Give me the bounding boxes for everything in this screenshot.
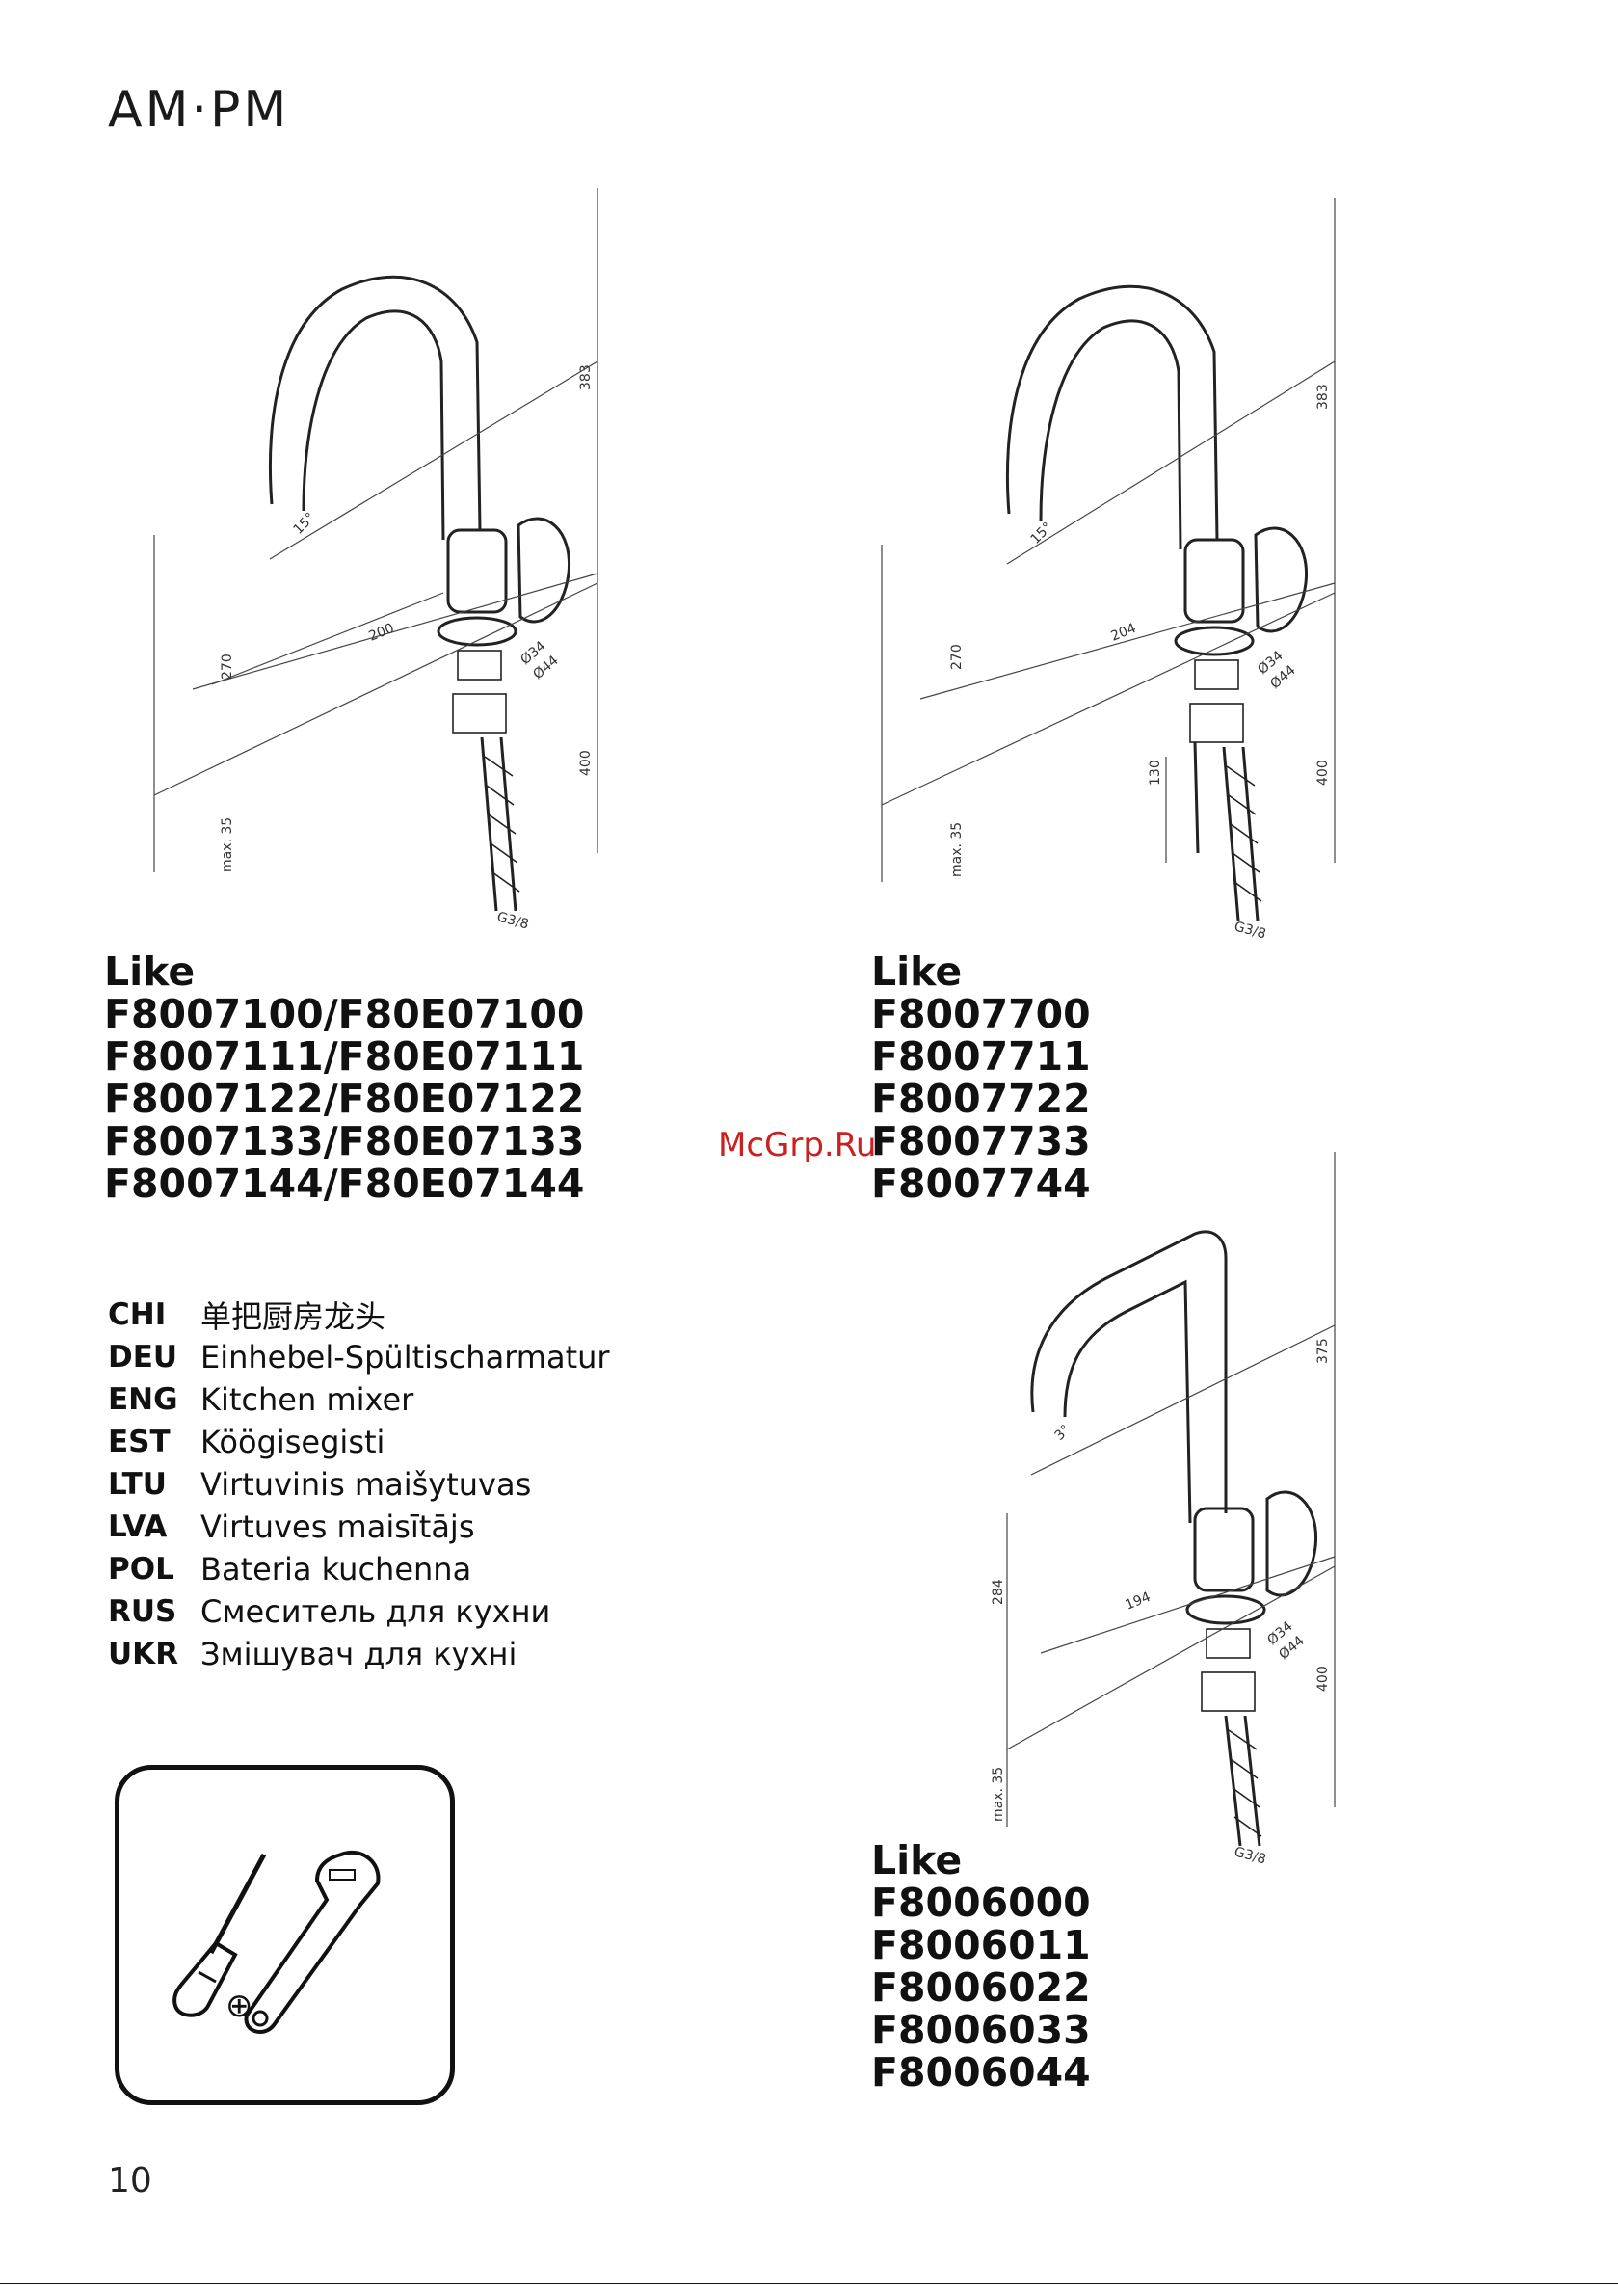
required-tools-box: ⊕ xyxy=(115,1765,455,2105)
bottom-divider xyxy=(0,2283,1618,2284)
model-code: F8007722 xyxy=(871,1076,1091,1122)
language-code: DEU xyxy=(108,1340,178,1375)
phillips-symbol: ⊕ xyxy=(225,1987,253,2025)
dim-hose: 400 xyxy=(578,750,594,776)
language-list: CHI 单把厨房龙头 DEU Einhebel-Spültischarmatur E… xyxy=(108,1294,610,1675)
hose xyxy=(1222,746,1260,921)
language-code: EST xyxy=(108,1425,171,1459)
language-name: Köögisegisti xyxy=(200,1424,385,1460)
dim-height: 375 xyxy=(1315,1338,1331,1364)
faucet-drawing-1: 383 200 270 15° Ø34 Ø44 400 max. 35 G3/8 xyxy=(153,188,598,933)
adjustable-wrench-icon xyxy=(244,1850,381,2035)
series-title: Like xyxy=(871,1837,963,1883)
model-code: F8007133/F80E07133 xyxy=(104,1118,585,1164)
model-code: F8006011 xyxy=(871,1922,1091,1968)
hose xyxy=(1224,1715,1261,1847)
spout-outline xyxy=(1005,284,1219,541)
language-code: UKR xyxy=(108,1637,179,1671)
brand-logo: AM·PM xyxy=(108,81,290,139)
dim-spout-height: 270 xyxy=(949,644,965,670)
model-code: F8007733 xyxy=(871,1118,1091,1164)
model-block-2: Like F8007700 F8007711 F8007722 F8007733… xyxy=(871,950,1091,1205)
model-code: F8007744 xyxy=(871,1161,1091,1207)
language-name: Virtuvinis maišytuvas xyxy=(200,1466,532,1503)
language-code: ENG xyxy=(108,1382,178,1417)
language-code: RUS xyxy=(108,1594,177,1629)
model-code: F8006044 xyxy=(871,2049,1091,2096)
faucet-drawing-3: 375 194 284 3° Ø34 Ø44 400 max. 35 G3/8 xyxy=(991,1152,1336,1868)
faucet-drawing-2: 383 204 270 15° Ø34 Ø44 400 130 max. 35 … xyxy=(881,198,1336,943)
language-code: LVA xyxy=(108,1509,168,1544)
lever xyxy=(1265,1490,1318,1597)
spout-outline xyxy=(268,275,482,531)
language-code: LTU xyxy=(108,1467,167,1502)
model-code: F8006000 xyxy=(871,1880,1091,1926)
language-name: Virtuves maisītājs xyxy=(200,1508,475,1545)
language-code: CHI xyxy=(108,1297,167,1332)
model-code: F8007111/F80E07111 xyxy=(104,1033,585,1080)
pullout-hose xyxy=(1193,741,1200,854)
series-title: Like xyxy=(871,948,963,995)
language-name: 单把厨房龙头 xyxy=(200,1298,386,1335)
model-code: F8007100/F80E07100 xyxy=(104,991,585,1037)
spout-outline xyxy=(1030,1230,1228,1513)
series-title: Like xyxy=(104,948,196,995)
language-row: LVA Virtuves maisītājs xyxy=(108,1506,610,1548)
model-block-1: Like F8007100/F80E07100 F8007111/F80E071… xyxy=(104,950,584,1205)
dim-spout-height: 284 xyxy=(991,1579,1006,1605)
language-name: Einhebel-Spültischarmatur xyxy=(200,1339,610,1375)
watermark: McGrp.Ru xyxy=(718,1126,877,1164)
dim-spout-reach: 200 xyxy=(367,621,397,645)
dim-height: 383 xyxy=(578,364,594,390)
language-row: RUS Смеситель для кухни xyxy=(108,1590,610,1633)
body xyxy=(1193,1507,1255,1592)
dim-deck: max. 35 xyxy=(220,817,235,872)
dim-hose: 400 xyxy=(1315,760,1331,786)
language-row: POL Bateria kuchenna xyxy=(108,1548,610,1590)
language-row: UKR Змішувач для кухні xyxy=(108,1633,610,1675)
lever xyxy=(517,517,571,624)
dim-angle: 15° xyxy=(291,510,319,538)
language-name: Смеситель для кухни xyxy=(200,1593,551,1630)
dim-deck: max. 35 xyxy=(991,1767,1006,1822)
dim-deck: max. 35 xyxy=(949,822,965,877)
lever xyxy=(1254,526,1309,633)
body xyxy=(446,528,508,614)
phillips-screwdriver-icon xyxy=(172,1853,267,2017)
model-code: F8006022 xyxy=(871,1964,1091,2011)
page-number: 10 xyxy=(108,2161,152,2201)
language-row: LTU Virtuvinis maišytuvas xyxy=(108,1463,610,1506)
language-row: CHI 单把厨房龙头 xyxy=(108,1294,610,1336)
dim-thread: G3/8 xyxy=(1233,919,1267,942)
dim-angle: 3° xyxy=(1052,1422,1074,1444)
model-block-3: Like F8006000 F8006011 F8006022 F8006033… xyxy=(871,1839,1091,2094)
dim-spout-height: 270 xyxy=(220,654,235,680)
language-code: POL xyxy=(108,1552,174,1587)
language-row: DEU Einhebel-Spültischarmatur xyxy=(108,1336,610,1378)
language-name: Bateria kuchenna xyxy=(200,1551,472,1588)
dim-pullout: 130 xyxy=(1148,760,1163,786)
dim-angle: 15° xyxy=(1028,520,1056,547)
model-code: F8007122/F80E07122 xyxy=(104,1076,585,1122)
model-code: F8006033 xyxy=(871,2007,1091,2053)
body xyxy=(1183,538,1245,624)
dim-height: 383 xyxy=(1315,384,1331,410)
language-name: Kitchen mixer xyxy=(200,1381,414,1418)
dim-spout-reach: 204 xyxy=(1109,621,1139,645)
dim-thread: G3/8 xyxy=(1233,1844,1267,1867)
model-code: F8007711 xyxy=(871,1033,1091,1080)
dim-spout-reach: 194 xyxy=(1124,1589,1154,1614)
dim-thread: G3/8 xyxy=(495,909,530,932)
hose xyxy=(480,736,517,912)
model-code: F8007144/F80E07144 xyxy=(104,1161,585,1207)
language-name: Змішувач для кухні xyxy=(200,1636,517,1672)
model-code: F8007700 xyxy=(871,991,1091,1037)
language-row: ENG Kitchen mixer xyxy=(108,1378,610,1421)
language-row: EST Köögisegisti xyxy=(108,1421,610,1463)
dim-hose: 400 xyxy=(1315,1666,1331,1692)
